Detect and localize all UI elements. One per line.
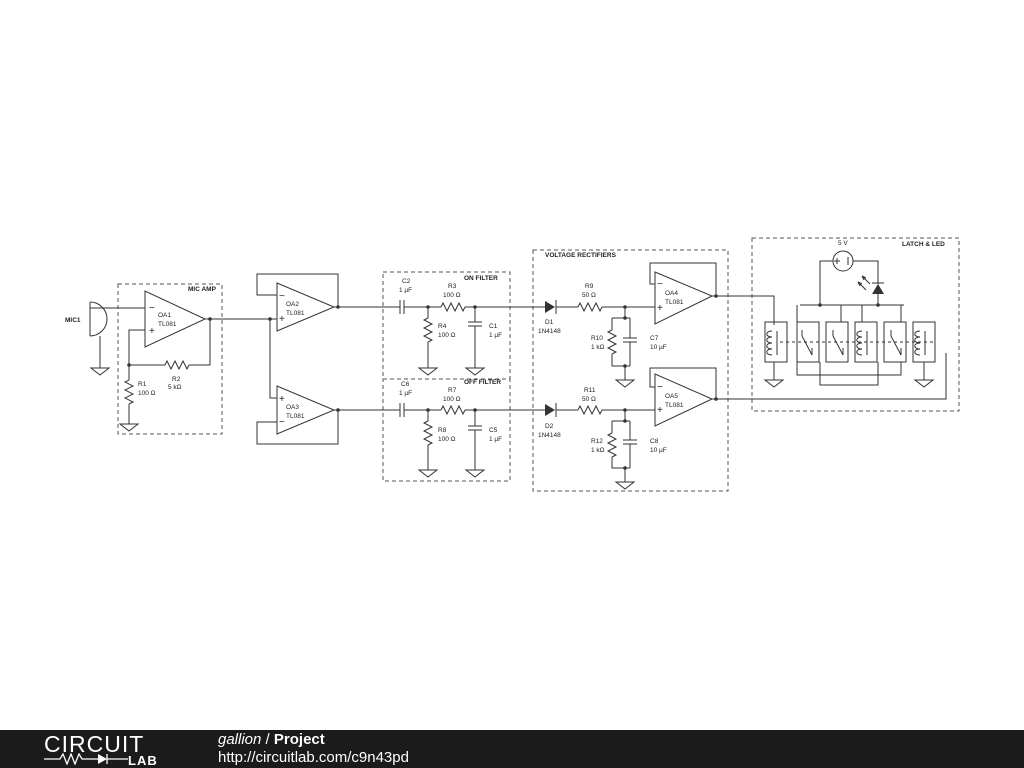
led-indicator [857, 275, 884, 305]
oa3-ref: OA3 [286, 404, 299, 411]
r11-value: 50 Ω [582, 396, 596, 403]
oa4-ref: OA4 [665, 290, 678, 297]
circuitlab-logo-lab: LAB [128, 753, 158, 768]
c1-value: 1 µF [489, 332, 502, 339]
source-5v-label: 5 V [838, 240, 848, 247]
oa5-part: TL081 [665, 402, 684, 409]
mic1-label: MIC1 [65, 317, 81, 324]
c2-ref: C2 [402, 278, 411, 285]
c5-ref: C5 [489, 427, 498, 434]
circuit-schematic: MIC AMP ON FILTER OFF FILTER VOLTAGE REC… [65, 237, 960, 492]
oa1-part: TL081 [158, 321, 177, 328]
r1-ref: R1 [138, 381, 147, 388]
oa2-plus: + [279, 314, 285, 325]
r7-value: 100 Ω [443, 396, 461, 403]
c6-value: 1 µF [399, 390, 412, 397]
r1-value: 100 Ω [138, 390, 156, 397]
oa4-plus: + [657, 303, 663, 314]
c8-ref: C8 [650, 438, 659, 445]
oa4-part: TL081 [665, 299, 684, 306]
c7-ref: C7 [650, 335, 659, 342]
diode-d1 [545, 300, 557, 314]
microphone-mic1 [89, 301, 145, 376]
c2-value: 1 µF [399, 287, 412, 294]
circuitlab-logo[interactable]: CIRCUIT [44, 731, 145, 757]
r7-ref: R7 [448, 387, 457, 394]
r10-value: 1 kΩ [591, 344, 605, 351]
mic-amp-label: MIC AMP [188, 286, 217, 293]
r8-value: 100 Ω [438, 436, 456, 443]
r12-value: 1 kΩ [591, 447, 605, 454]
opamp-oa5 [654, 373, 714, 427]
r3-value: 100 Ω [443, 292, 461, 299]
oa1-ref: OA1 [158, 312, 171, 319]
c1-ref: C1 [489, 323, 498, 330]
r3-ref: R3 [448, 283, 457, 290]
latch-led-label: LATCH & LED [902, 241, 945, 248]
r2-value: 5 kΩ [168, 384, 182, 391]
diode-d2 [545, 403, 557, 417]
c5-value: 1 µF [489, 436, 502, 443]
d1-part: 1N4148 [538, 328, 561, 335]
latch-led-block [751, 237, 960, 412]
opamp-oa4 [654, 271, 714, 325]
d1-ref: D1 [545, 319, 554, 326]
oa5-ref: OA5 [665, 393, 678, 400]
r12-ref: R12 [591, 438, 603, 445]
voltage-rectifiers-label: VOLTAGE RECTIFIERS [545, 252, 617, 259]
oa2-minus: − [279, 291, 285, 302]
oa2-ref: OA2 [286, 301, 299, 308]
r10-ref: R10 [591, 335, 603, 342]
on-filter-label: ON FILTER [464, 275, 498, 282]
r4-ref: R4 [438, 323, 447, 330]
path-separator: / [261, 731, 274, 748]
project-title[interactable]: Project [273, 731, 325, 748]
oa5-minus: − [657, 382, 663, 393]
c6-ref: C6 [401, 381, 410, 388]
oa2-part: TL081 [286, 310, 305, 317]
r4-value: 100 Ω [438, 332, 456, 339]
author-name[interactable]: gallion [218, 731, 262, 748]
oa4-minus: − [657, 279, 663, 290]
oa3-part: TL081 [286, 413, 305, 420]
r9-value: 50 Ω [582, 292, 596, 299]
c8-value: 10 µF [650, 447, 667, 454]
off-filter-block [382, 378, 511, 482]
project-line: gallion / Project [218, 731, 325, 749]
opamp-oa3 [276, 385, 336, 435]
oa5-plus: + [657, 405, 663, 416]
d2-ref: D2 [545, 423, 554, 430]
oa1-plus: + [149, 326, 155, 337]
d2-part: 1N4148 [538, 432, 561, 439]
r2-ref: R2 [172, 376, 181, 383]
off-filter-label: OFF FILTER [464, 379, 501, 386]
c7-value: 10 µF [650, 344, 667, 351]
oa1-minus: − [149, 303, 155, 314]
voltage-source-5v [819, 250, 879, 305]
voltage-rectifiers-block [532, 249, 729, 492]
oa3-minus: − [279, 417, 285, 428]
oa3-plus: + [279, 394, 285, 405]
r11-ref: R11 [584, 387, 596, 394]
r8-ref: R8 [438, 427, 447, 434]
mic-amp-block [117, 283, 223, 435]
project-url-link[interactable]: http://circuitlab.com/c9n43pd [218, 749, 409, 766]
waveform-icon [44, 753, 128, 765]
r9-ref: R9 [585, 283, 594, 290]
footer-bar: CIRCUIT LAB gallion / Project http://cir… [0, 730, 1024, 768]
opamp-oa2 [276, 282, 336, 332]
opamp-oa1 [144, 290, 207, 348]
